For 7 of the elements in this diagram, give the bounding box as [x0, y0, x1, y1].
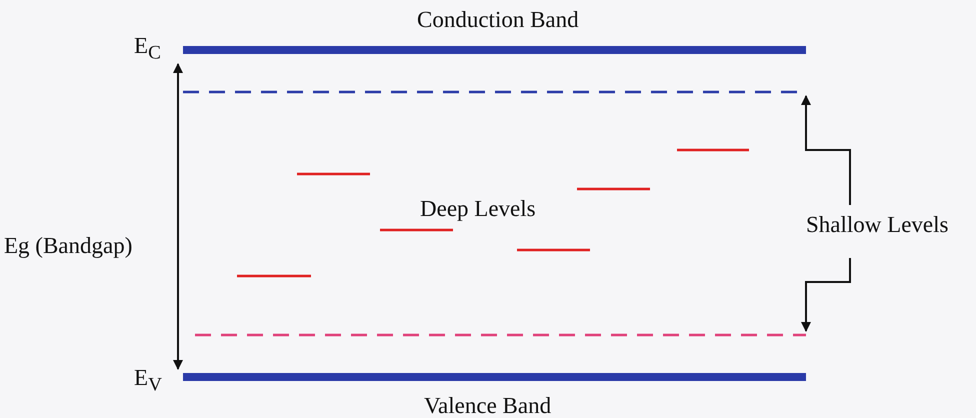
- level-label: Deep Levels: [420, 197, 536, 220]
- bandgap-label: Eg (Bandgap): [4, 234, 132, 257]
- energy-label: E$_{C}$: [134, 34, 161, 63]
- band-label: Valence Band: [424, 394, 552, 417]
- band-label: Conduction Band: [417, 8, 579, 31]
- energy-label: E$_{V}$: [134, 366, 162, 395]
- level-label: Shallow Levels: [806, 213, 948, 236]
